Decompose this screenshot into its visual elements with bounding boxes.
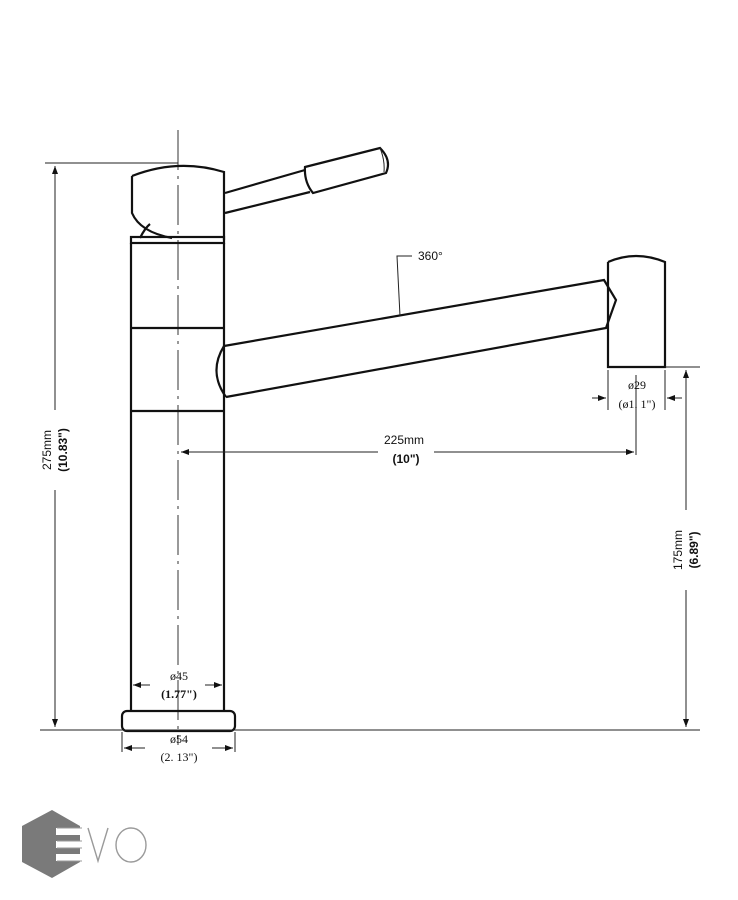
total-height-imperial: (10.83") bbox=[56, 428, 70, 472]
spout-reach-imperial: (10") bbox=[392, 452, 419, 466]
body-diameter-metric: ø45 bbox=[170, 669, 188, 683]
rotation-label: 360° bbox=[418, 249, 443, 263]
total-height-dimension: 275mm (10.83") bbox=[40, 162, 700, 731]
total-height-metric: 275mm bbox=[40, 430, 54, 470]
body-diameter-imperial: (1.77") bbox=[161, 687, 197, 701]
outlet-diameter-dimension: ø29 (ø1. 1") bbox=[592, 370, 682, 455]
faucet-body bbox=[120, 243, 237, 733]
faucet-spout bbox=[215, 254, 667, 399]
evo-logo bbox=[22, 810, 147, 878]
base-diameter-metric: ø54 bbox=[170, 732, 188, 746]
base-diameter-dimension: ø54 (2. 13") bbox=[121, 732, 236, 764]
spout-reach-metric: 225mm bbox=[384, 433, 424, 447]
base-diameter-imperial: (2. 13") bbox=[161, 750, 198, 764]
outlet-diameter-metric: ø29 bbox=[628, 378, 646, 392]
spout-height-imperial: (6.89") bbox=[687, 531, 701, 568]
spout-height-dimension: 175mm (6.89") bbox=[665, 366, 701, 727]
rotation-annotation: 360° bbox=[396, 249, 443, 317]
spout-height-metric: 175mm bbox=[671, 530, 685, 570]
body-diameter-dimension: ø45 (1.77") bbox=[133, 669, 222, 701]
spout-reach-dimension: 225mm (10") bbox=[181, 430, 634, 470]
faucet-head bbox=[129, 164, 226, 245]
faucet-lever bbox=[224, 146, 390, 215]
outlet-diameter-imperial: (ø1. 1") bbox=[619, 397, 656, 411]
